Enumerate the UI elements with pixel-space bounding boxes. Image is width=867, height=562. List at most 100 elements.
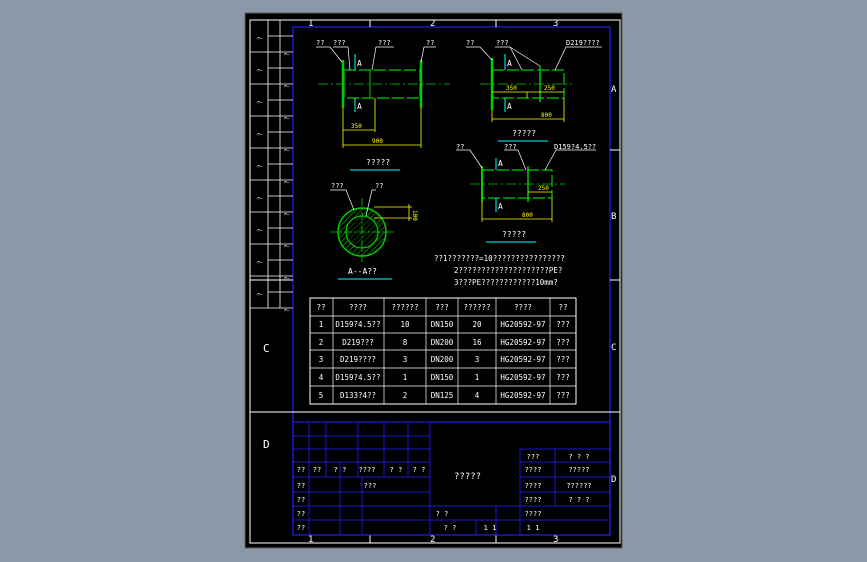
parts-table-header: ???? [514, 303, 532, 312]
section-label-2: ?? [375, 182, 383, 190]
zone-row-a: A [611, 85, 617, 95]
title-block-left-cell: ? ? [413, 466, 426, 474]
parts-table-header: ?? [558, 303, 567, 312]
zone-row-d-left: D [263, 438, 270, 451]
zone-row-d-right: D [611, 475, 616, 485]
parts-table-cell: 5 [319, 391, 324, 400]
note-line-3: 3???PE????????????10mm? [454, 278, 558, 287]
title-block-right-cell: ???? [525, 510, 542, 518]
v2-label-3: D219???? [566, 39, 600, 47]
view-3-drawing: A A ?? ??? D159?4.5?? 250 800 ????? [456, 143, 596, 243]
parts-table-cell: ??? [556, 391, 570, 400]
title-block-left-cell: ?? [297, 524, 305, 532]
title-block-left-cell: ? ? [390, 466, 403, 474]
title-block-mid-cell: ? ? [444, 524, 457, 532]
v3-leader-1 [456, 149, 483, 169]
parts-table-cell: 10 [400, 320, 410, 329]
parts-table-cell: DN200 [431, 338, 454, 347]
parts-table-header: ???? [349, 303, 367, 312]
title-block-frame [292, 421, 611, 536]
v1-leader-2 [333, 46, 351, 71]
parts-table-cell: ??? [556, 320, 570, 329]
parts-table-cell: ??? [556, 373, 570, 382]
v3-section-mark-a-low: A [498, 202, 503, 211]
v1-leader-1 [316, 46, 343, 63]
parts-table-cell: HG20592-97 [500, 373, 545, 382]
parts-table-cell: 2 [319, 338, 324, 347]
note-line-2: 2????????????????????PE? [454, 266, 562, 275]
parts-table-cell: DN150 [431, 373, 454, 382]
parts-table-cell: DN200 [431, 355, 454, 364]
left-strip-label: ? [284, 52, 291, 56]
v2-section-mark-a: A [507, 59, 512, 68]
parts-table-cell: HG20592-97 [500, 355, 545, 364]
title-block-mid-cell: 1 1 [484, 524, 497, 532]
left-strip-grid [250, 20, 293, 309]
v1-label-3: ??? [378, 39, 391, 47]
title-block-mid-cell: ? ? [436, 510, 449, 518]
outer-frame [249, 19, 621, 544]
v1-label-1: ?? [316, 39, 324, 47]
drawing-title: ????? [454, 472, 481, 482]
zone-row-c-right: C [611, 343, 616, 353]
left-strip-label: ? [284, 244, 291, 248]
left-strip-label: ? [284, 180, 291, 184]
section-caption: A--A?? [348, 267, 377, 276]
title-block-right-cell: ???? [525, 496, 542, 504]
parts-table-cell: D219??? [342, 338, 374, 347]
parts-table-cell: 3 [475, 355, 480, 364]
title-block-grid [293, 422, 610, 535]
parts-table-cell: D159?4.5?? [335, 373, 380, 382]
parts-table-cell: 16 [472, 338, 482, 347]
section-label-1: ??? [331, 182, 344, 190]
parts-table-cell: 4 [319, 373, 324, 382]
paper [244, 12, 623, 549]
v3-dim-b: 250 [538, 185, 549, 192]
v2-dim-long: 800 [541, 112, 552, 119]
v2-label-2: ??? [496, 39, 509, 47]
parts-table-cell: ??? [556, 355, 570, 364]
v2-dim-b: 250 [544, 85, 555, 92]
zone-col-2-bottom: 2 [430, 535, 435, 545]
v1-dim-short: 350 [351, 123, 362, 130]
left-strip-label: ? [257, 228, 264, 232]
left-strip-label: ? [257, 68, 264, 72]
parts-table-grid [310, 298, 576, 404]
v3-dim-long: 800 [522, 212, 533, 219]
parts-table-cell: HG20592-97 [500, 391, 545, 400]
section-dim: 100 [411, 210, 418, 221]
title-block-left-cell: ??? [364, 482, 377, 490]
left-strip-label: ? [284, 212, 291, 216]
v1-label-2: ??? [333, 39, 346, 47]
parts-table-cell: 20 [472, 320, 482, 329]
title-block-right-cell: ?????? [566, 482, 591, 490]
v2-leader-2b [509, 46, 541, 67]
zone-row-c-left: C [263, 342, 270, 355]
parts-table-cell: 1 [319, 320, 324, 329]
v1-dim-long: 900 [372, 138, 383, 145]
title-block-left-cell: ?? [297, 482, 305, 490]
left-strip-label: ? [257, 100, 264, 104]
zone-col-1-bottom: 1 [308, 535, 313, 545]
v2-leader-3 [554, 46, 602, 71]
section-leader-1 [330, 189, 355, 211]
parts-table-cell: 1 [475, 373, 480, 382]
parts-table-cell: 2 [403, 391, 408, 400]
v3-leader-3 [544, 149, 596, 171]
v1-section-mark-a: A [357, 59, 362, 68]
parts-table-cell: D159?4.5?? [335, 320, 380, 329]
title-block-right-cell: ? ? ? [568, 496, 589, 504]
note-line-1: ??1???????=10???????????????? [434, 254, 565, 263]
left-strip-label: ? [284, 116, 291, 120]
zone-col-2-top: 2 [430, 19, 435, 29]
notes-block: ??1???????=10???????????????? 2?????????… [434, 254, 565, 287]
left-strip-label: ? [284, 276, 291, 280]
title-block-left-cell: ? ? [334, 466, 347, 474]
title-block-right-cell: ????? [568, 466, 589, 474]
parts-table-cell: ??? [556, 338, 570, 347]
parts-table-header: ?????? [391, 303, 418, 312]
parts-table-header: ??? [435, 303, 449, 312]
parts-table-border [309, 297, 577, 405]
v1-caption: ????? [366, 158, 390, 167]
